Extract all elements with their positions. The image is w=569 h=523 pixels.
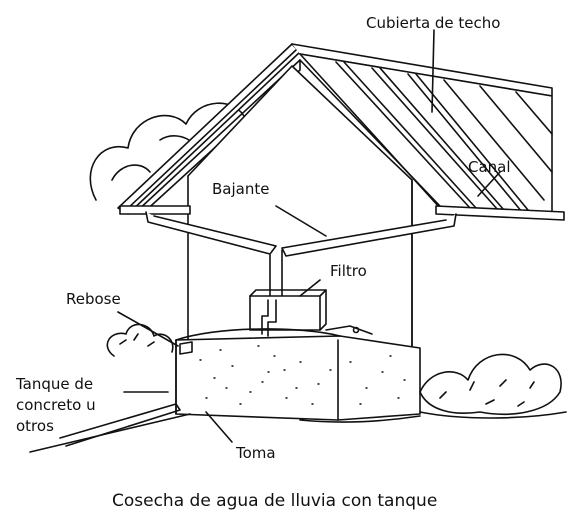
label-tank: Tanque de concreto u otros [16,374,96,437]
label-tank-line-3: otros [16,417,54,435]
label-gutter: Canal [468,158,511,176]
label-overflow: Rebose [66,290,121,308]
downpipe-vertical [269,249,283,301]
label-downpipe: Bajante [212,180,270,198]
filter-box [249,295,321,331]
label-roof: Cubierta de techo [366,14,501,32]
right-gutter [435,205,565,221]
left-gutter [119,205,191,215]
label-tank-line-2: concreto u [16,396,96,414]
label-tank-line-1: Tanque de [16,375,94,393]
roof-sheeting [291,43,553,217]
overflow-pipe [179,341,193,355]
label-tap: Toma [236,444,276,462]
downpipe-right [281,213,457,257]
diagram-caption: Cosecha de agua de lluvia con tanque [112,491,438,511]
leader-lines [117,29,501,443]
outlet-pipe [59,403,181,447]
bush-left [106,323,174,357]
bush-right [419,353,562,415]
concrete-tank [175,325,421,421]
label-filter: Filtro [330,262,367,280]
